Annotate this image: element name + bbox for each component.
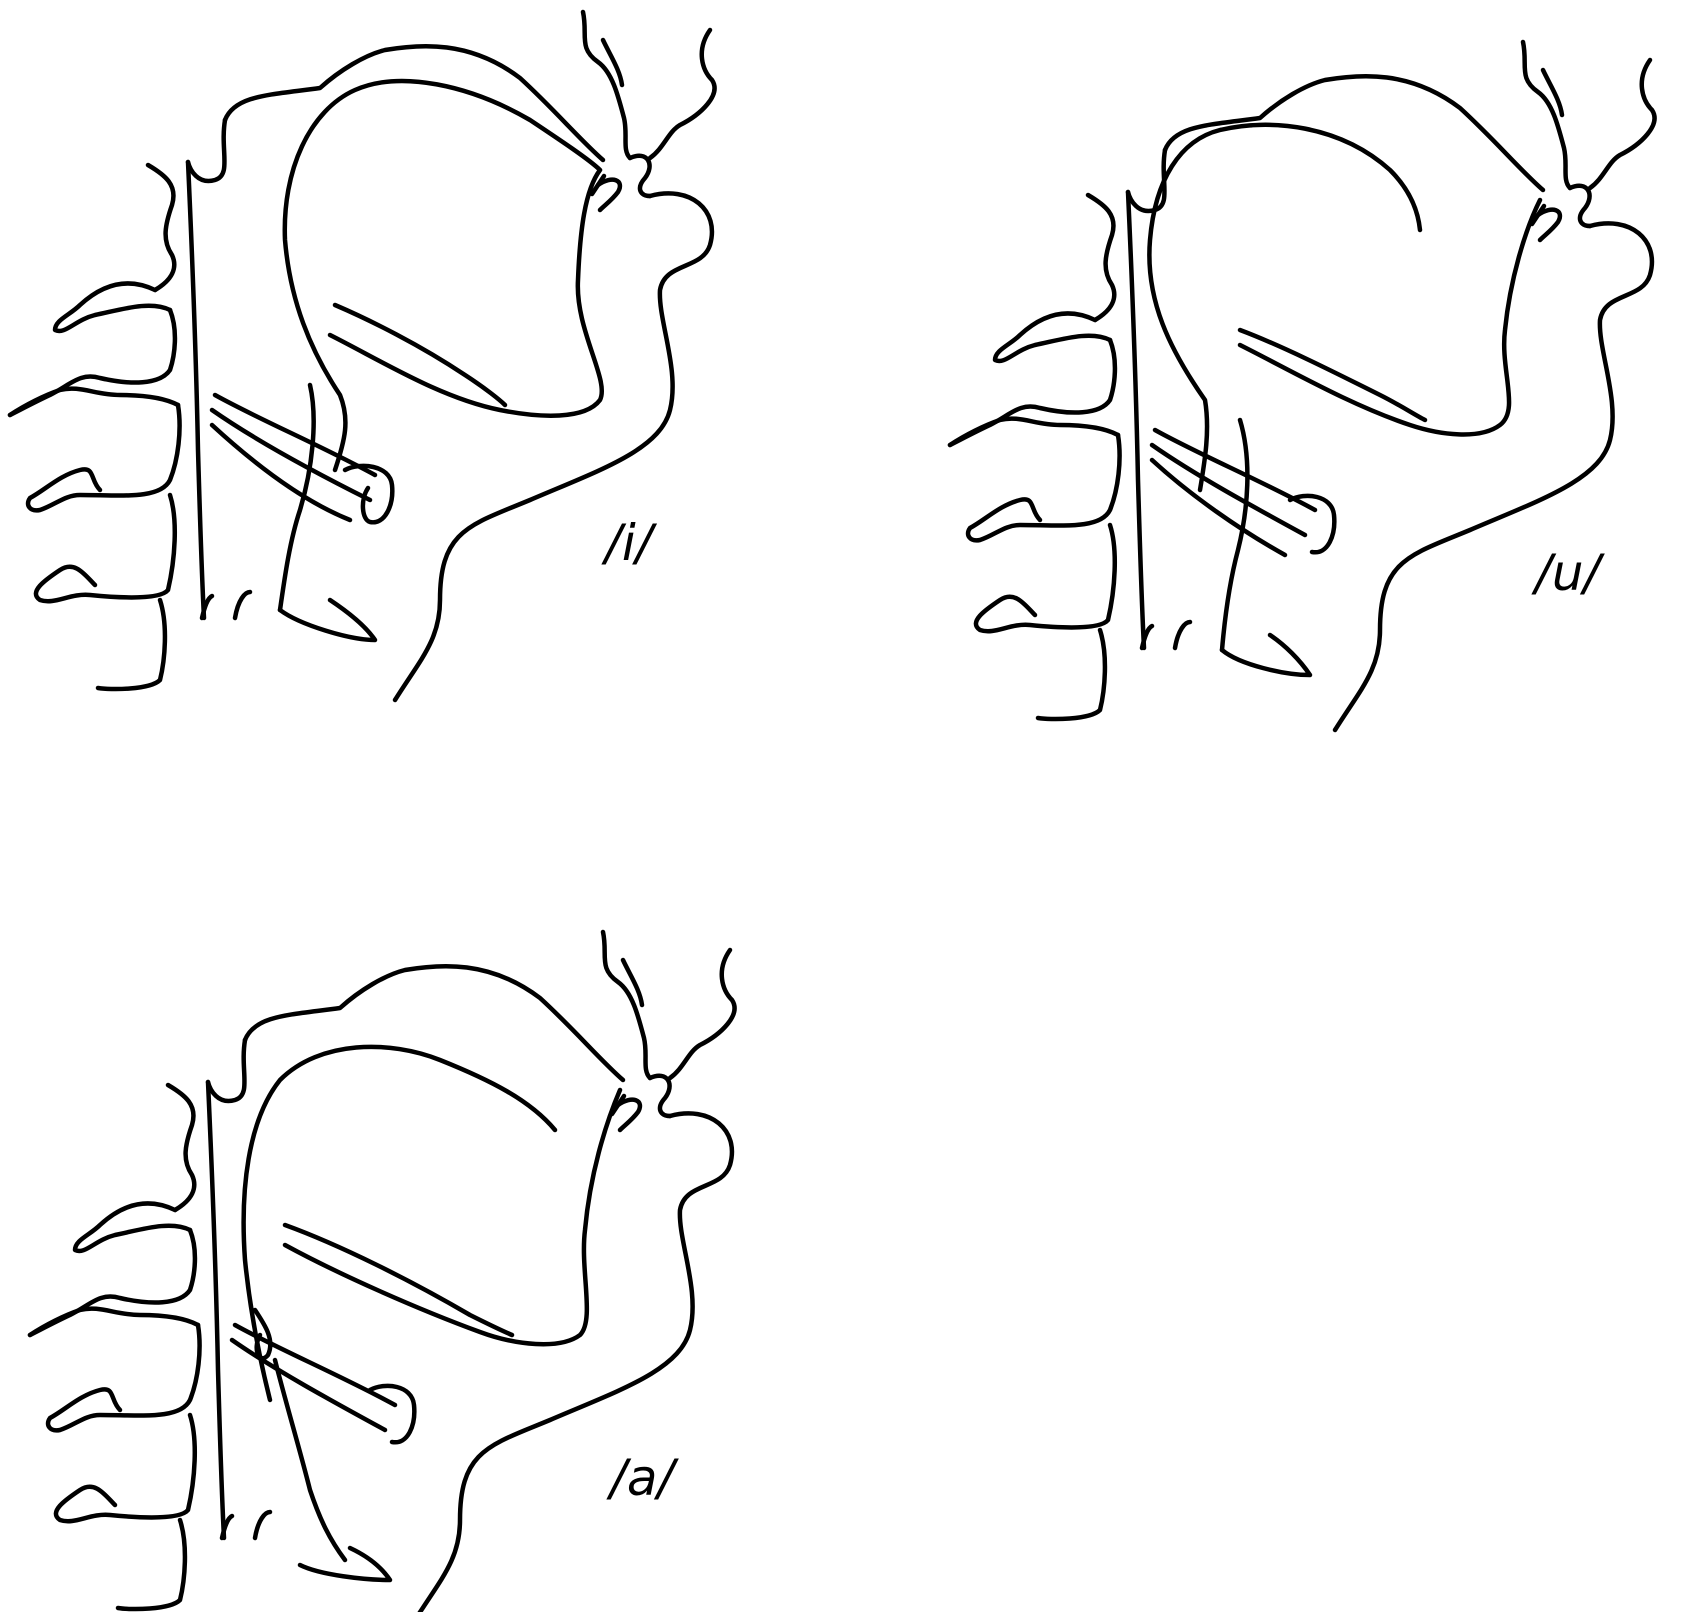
tongue-u [1149, 125, 1420, 490]
tongue-groove-u [1240, 330, 1425, 420]
panel-u: /u/ [950, 42, 1654, 730]
tongue-a [244, 1047, 555, 1400]
label-a: /a/ [606, 1449, 679, 1507]
jaw-line-a-2 [232, 1340, 385, 1430]
jaw-line-i-3 [212, 425, 350, 520]
tongue-groove-a [285, 1225, 512, 1335]
jaw-line-u-3 [1152, 460, 1285, 555]
tongue-i [285, 81, 602, 470]
larynx-a [300, 1548, 390, 1580]
label-i: /i/ [601, 514, 658, 572]
larynx-u [1222, 635, 1310, 675]
label-u: /u/ [1531, 544, 1606, 602]
tongue-groove-i [335, 305, 505, 405]
panel-a: /a/ [30, 932, 734, 1612]
larynx-i [280, 600, 375, 640]
tract-outline-a [30, 932, 734, 1612]
hyoid-u [1290, 496, 1334, 552]
panel-i: /i/ [10, 12, 714, 700]
tract-outline-i [10, 12, 714, 700]
hyoid-i [345, 466, 392, 522]
epiglottis-u [1222, 420, 1247, 650]
tract-outline-u [950, 42, 1654, 730]
